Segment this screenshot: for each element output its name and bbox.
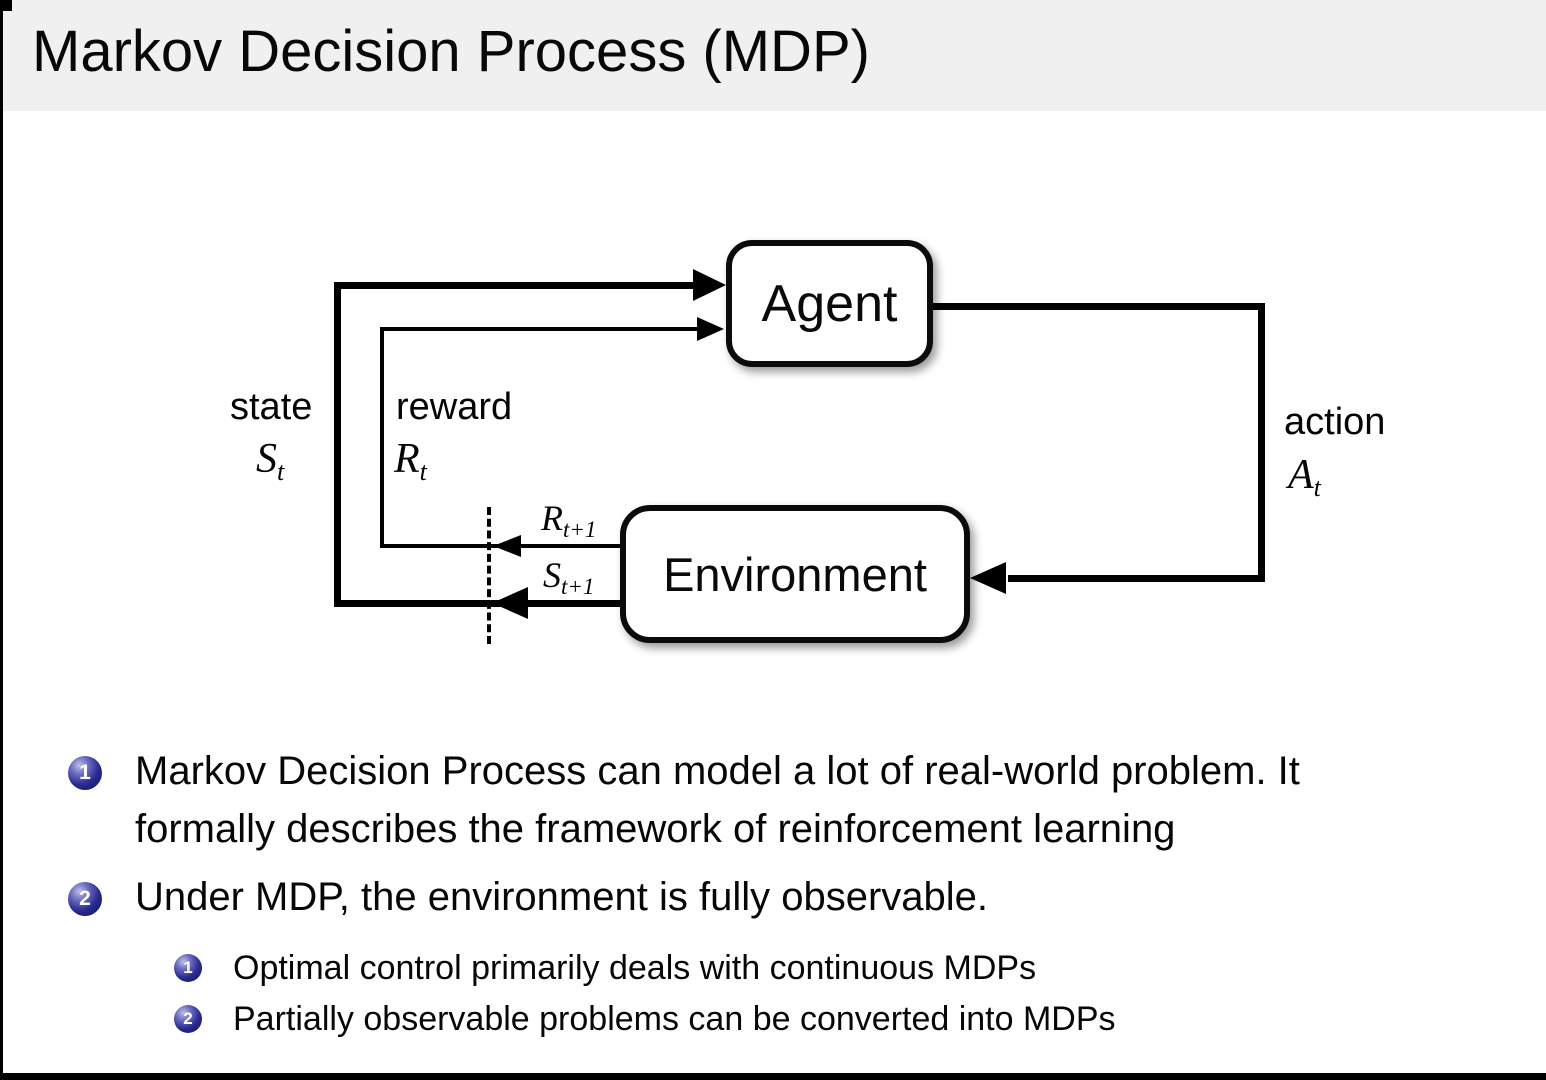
slide-title: Markov Decision Process (MDP) bbox=[32, 19, 870, 84]
left-border-line bbox=[0, 0, 3, 1080]
reward-line-vertical bbox=[380, 327, 384, 548]
sub-bullet-item-text: Partially observable problems can be con… bbox=[233, 1000, 1116, 1038]
next-state-arrowhead bbox=[492, 587, 528, 619]
action-line-vertical bbox=[1258, 303, 1265, 582]
bullet-line: formally describes the framework of rein… bbox=[135, 807, 1176, 851]
reward-line-top bbox=[380, 327, 698, 331]
state-line-top bbox=[334, 282, 696, 289]
timestep-dashed-line bbox=[487, 507, 491, 644]
next-reward-symbol: Rt+1 bbox=[541, 498, 597, 542]
bullet-number-badge: 1 bbox=[68, 756, 102, 790]
bullet-item-text: Under MDP, the environment is fully obse… bbox=[135, 868, 988, 926]
bottom-border-line bbox=[0, 1073, 1546, 1080]
state-line-bottom bbox=[334, 600, 620, 607]
bullet-line: Under MDP, the environment is fully obse… bbox=[135, 875, 989, 919]
state-line-vertical bbox=[334, 282, 341, 607]
action-arrowhead-into-environment bbox=[970, 562, 1006, 594]
action-symbol: At bbox=[1288, 452, 1321, 502]
sub-bullet-number-badge: 2 bbox=[174, 1005, 202, 1033]
bullet-number-badge: 2 bbox=[68, 882, 102, 916]
state-symbol: St bbox=[256, 436, 285, 486]
next-reward-arrowhead bbox=[493, 535, 521, 557]
reward-word-label: reward bbox=[396, 386, 513, 428]
state-arrowhead-into-agent bbox=[693, 269, 726, 301]
state-word-label: state bbox=[230, 386, 313, 428]
agent-label: Agent bbox=[761, 274, 898, 333]
sub-bullet-number-badge: 1 bbox=[174, 954, 202, 982]
action-word-label: action bbox=[1284, 401, 1386, 443]
reward-arrowhead-into-agent bbox=[697, 317, 724, 341]
bullet-item-text: Markov Decision Process can model a lot … bbox=[135, 742, 1300, 858]
agent-box: Agent bbox=[726, 240, 933, 367]
environment-box: Environment bbox=[620, 505, 970, 643]
title-bar: Markov Decision Process (MDP) bbox=[0, 0, 1546, 111]
mdp-diagram: Agent Environment state reward action St… bbox=[0, 111, 1546, 701]
environment-label: Environment bbox=[663, 547, 927, 601]
bullet-line: Markov Decision Process can model a lot … bbox=[135, 749, 1300, 793]
reward-symbol: Rt bbox=[394, 436, 427, 486]
action-line-bottom bbox=[1008, 575, 1265, 582]
action-line-top bbox=[921, 303, 1265, 310]
next-state-symbol: St+1 bbox=[543, 555, 595, 599]
top-left-corner-mark bbox=[0, 0, 12, 11]
sub-bullet-item-text: Optimal control primarily deals with con… bbox=[233, 949, 1037, 987]
